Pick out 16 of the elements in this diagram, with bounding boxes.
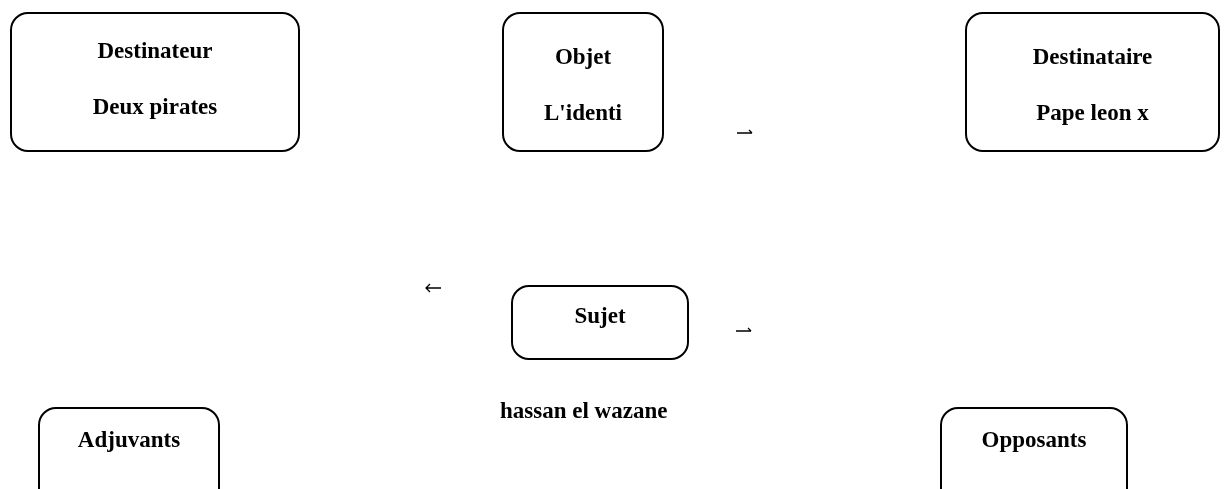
rounded-box bbox=[10, 12, 300, 152]
box-heading: Destinataire bbox=[1032, 44, 1153, 70]
rounded-box bbox=[502, 12, 664, 152]
rounded-box bbox=[511, 285, 689, 360]
box-heading: Objet bbox=[554, 44, 612, 70]
rounded-box bbox=[965, 12, 1220, 152]
box-text: L'identi bbox=[544, 100, 622, 126]
box-heading: Opposants bbox=[981, 427, 1087, 453]
box-heading: Destinateur bbox=[97, 38, 213, 64]
box-text: Deux pirates bbox=[92, 94, 218, 120]
box-heading: Sujet bbox=[574, 303, 626, 329]
rounded-box bbox=[940, 407, 1128, 489]
caption-text: hassan el wazane bbox=[500, 398, 668, 424]
box-text: Pape leon x bbox=[1036, 100, 1149, 126]
box-heading: Adjuvants bbox=[77, 427, 181, 453]
rounded-box bbox=[38, 407, 220, 489]
